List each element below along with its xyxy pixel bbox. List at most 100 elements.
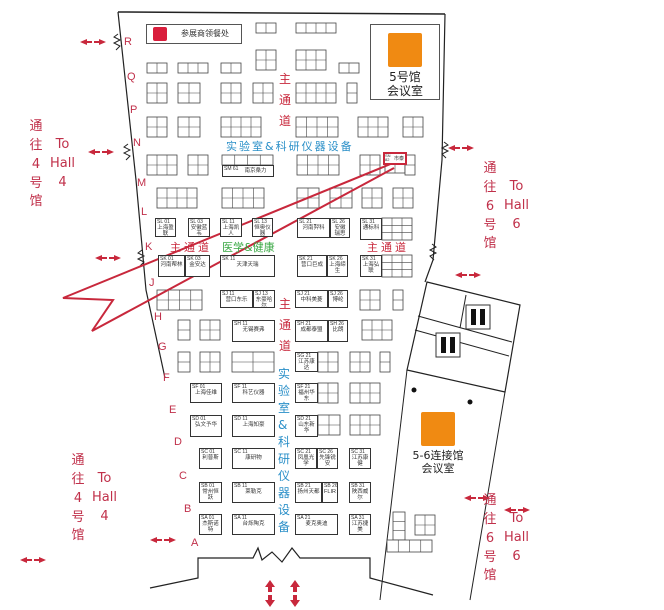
zone-lab-equipment-vertical: 实 (278, 367, 291, 381)
hall-link-cn: 馆 (71, 528, 85, 544)
row-label: L (141, 206, 148, 218)
booth-code: SC 26 (319, 449, 333, 455)
booth-code: SK 31 (362, 256, 376, 262)
booth-code: SL 26 (332, 219, 345, 225)
booth-code: SN 82 (385, 153, 391, 162)
hall-link-en: 4 (100, 508, 109, 524)
booth-code: SF 21 (297, 384, 311, 390)
booth-code: SK 11 (222, 256, 236, 262)
booth-name: 利普斯 (202, 455, 219, 461)
booth-code: SA 31 (351, 515, 365, 521)
annex-building (406, 281, 521, 393)
restroom-icon (441, 337, 446, 353)
row-label: B (184, 503, 192, 515)
zone-lab-equipment-vertical: 仪 (278, 469, 291, 483)
double-arrow-icon (504, 507, 530, 513)
hall-link-en: To (509, 511, 524, 526)
zone-lab-equipment: 实验室&科研仪器设备 (226, 140, 354, 153)
zone-lab-equipment-vertical: 科 (278, 435, 291, 449)
hall-link-cn: 号 (483, 549, 497, 565)
restroom-sign (435, 332, 461, 358)
hall-wall-bottom (149, 546, 434, 596)
restroom-icon (480, 309, 485, 325)
booth-name: 安徽瑞思 (334, 225, 346, 237)
booth-code: SC 11 (234, 449, 248, 455)
row-label: D (174, 436, 182, 448)
booth-name: 河南羿科 (302, 225, 325, 231)
booth-code: SB 26 (324, 483, 338, 489)
hall-link-en: To (55, 137, 70, 152)
zone-main-aisle-vertical: 主 (279, 72, 292, 86)
hall-link-en: To (509, 179, 524, 194)
hall-link-cn: 4 (73, 490, 83, 506)
booth-code: SH 21 (297, 321, 311, 327)
dining-area[interactable]: 参展商领餐处 (146, 24, 242, 44)
vertical-arrow-icon (265, 580, 275, 607)
meeting-room-hall5[interactable]: 5号馆 会议室 (370, 24, 440, 100)
zone-lab-equipment-vertical: & (278, 418, 288, 432)
booth-code: SJ 21 (297, 291, 310, 297)
booth-code: SJ 13 (255, 291, 268, 297)
booth-name: 营口东乐 (225, 297, 248, 303)
row-label: E (169, 404, 177, 416)
booth-cluster (381, 254, 413, 278)
meeting-room-label: 5号馆 (389, 70, 421, 84)
annex-wall (414, 329, 510, 357)
booth-name: 成都泰盟 (300, 327, 323, 333)
booth-code: SK 26 (329, 256, 343, 262)
zone-main-aisle-vertical: 通 (279, 318, 292, 332)
meeting-room-5-6[interactable]: 5-6连接馆 会议室 (405, 412, 471, 475)
double-arrow-icon (95, 255, 121, 261)
booth-name: 南京桑力 (244, 168, 267, 174)
booth-name: 营口巨成 (300, 262, 323, 268)
